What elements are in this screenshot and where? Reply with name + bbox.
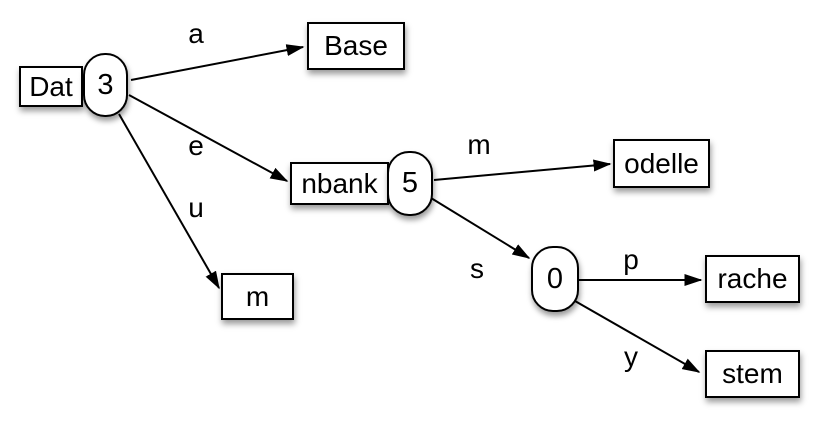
edge-label-m: m [467, 129, 491, 160]
edge-e-arrow [128, 94, 289, 182]
node-box-odelle: odelle [613, 139, 710, 188]
node-box-stem: stem [705, 350, 800, 398]
node-box-m: m [221, 273, 294, 320]
edge-label-e: e [188, 130, 204, 161]
skip-node-5: 5 [387, 151, 433, 216]
node-box-rache: rache [705, 255, 800, 303]
edge-label-s: s [470, 253, 484, 284]
skip-node-3: 3 [83, 53, 128, 117]
edge-m-arrow [433, 159, 612, 181]
edge-label-y: y [624, 341, 638, 372]
skip-node-0: 0 [531, 246, 579, 312]
edge-label-u: u [188, 192, 204, 223]
edge-a-arrow [130, 44, 305, 81]
edge-label-p: p [623, 244, 639, 275]
edge-s-arrow [430, 197, 531, 259]
node-box-base: Base [307, 22, 405, 70]
node-box-nbank: nbank [290, 162, 389, 205]
edge-u-arrow [118, 113, 220, 290]
edge-label-a: a [188, 18, 204, 49]
node-box-dat: Dat [19, 66, 83, 107]
